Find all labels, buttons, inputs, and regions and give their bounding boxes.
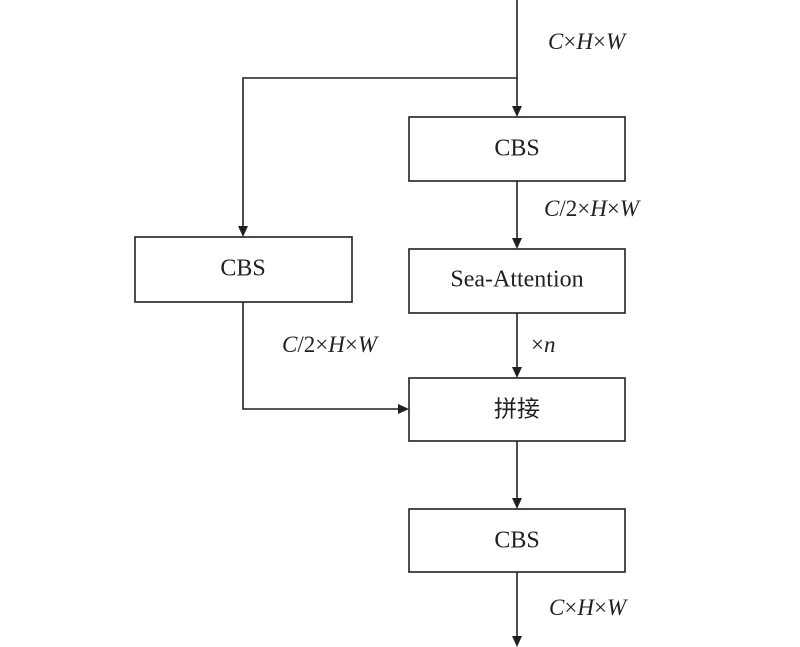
arrowhead-output bbox=[512, 636, 522, 647]
arrowhead-concat-left bbox=[398, 404, 409, 414]
branch-line bbox=[242, 77, 517, 228]
arrowhead-bottom-cbs bbox=[512, 498, 522, 509]
cbs-left-label: CBS bbox=[220, 256, 265, 282]
concat-label: 拼接 bbox=[494, 397, 540, 423]
arrowhead-left-cbs bbox=[238, 226, 248, 237]
input-dims-label: C×H×W bbox=[548, 29, 627, 54]
arrowhead-top-cbs bbox=[512, 106, 522, 117]
cbs-top-block: CBS bbox=[408, 116, 626, 182]
cbs-bottom-block: CBS bbox=[408, 508, 626, 573]
half-dims-left-label: C/2×H×W bbox=[282, 332, 379, 357]
concat-block: 拼接 bbox=[408, 377, 626, 442]
cbs-top-label: CBS bbox=[494, 136, 539, 162]
sea-attention-label: Sea-Attention bbox=[450, 267, 583, 293]
left-to-concat-line bbox=[242, 302, 400, 410]
sea-attention-block: Sea-Attention bbox=[408, 248, 626, 314]
arrowhead-attention bbox=[512, 238, 522, 249]
cbs-left-block: CBS bbox=[134, 236, 353, 303]
repeat-label: ×n bbox=[531, 332, 555, 357]
output-dims-label: C×H×W bbox=[549, 595, 628, 620]
arrowhead-concat-top bbox=[512, 367, 522, 378]
cbs-bottom-label: CBS bbox=[494, 528, 539, 554]
half-dims-right-label: C/2×H×W bbox=[544, 196, 641, 221]
